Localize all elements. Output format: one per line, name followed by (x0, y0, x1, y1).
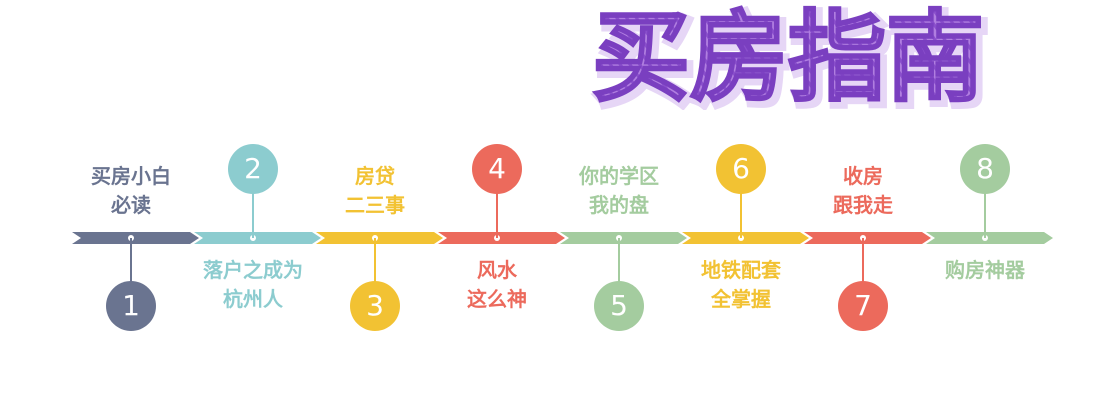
step-label-line: 必读 (111, 193, 151, 217)
step-label-line: 地铁配套 (701, 258, 781, 282)
step-label-4[interactable]: 风水这么神 (422, 256, 572, 314)
timeline-segment-6 (682, 232, 809, 244)
step-label-line: 风水 (477, 258, 517, 282)
timeline-stem (862, 238, 864, 282)
timeline-node-dot (982, 235, 988, 241)
timeline-segment-2 (194, 232, 321, 244)
step-number-badge[interactable]: 1 (106, 281, 156, 331)
step-label-line: 收房 (843, 164, 883, 188)
step-label-8[interactable]: 购房神器 (910, 256, 1060, 285)
timeline-segment-4 (438, 232, 565, 244)
step-label-1[interactable]: 买房小白必读 (56, 162, 206, 220)
step-label-line: 跟我走 (833, 193, 893, 217)
step-label-6[interactable]: 地铁配套全掌握 (666, 256, 816, 314)
step-number-badge[interactable]: 3 (350, 281, 400, 331)
timeline-stem (130, 238, 132, 282)
timeline-segment-7 (804, 232, 931, 244)
step-number-badge[interactable]: 2 (228, 144, 278, 194)
page-title-shadow: 买房指南 (596, 5, 988, 110)
step-label-line: 杭州人 (223, 287, 283, 311)
step-label-2[interactable]: 落户之成为杭州人 (178, 256, 328, 314)
step-number-badge[interactable]: 5 (594, 281, 644, 331)
timeline-stem (984, 192, 986, 238)
step-number-badge[interactable]: 4 (472, 144, 522, 194)
step-label-line: 全掌握 (711, 287, 771, 311)
step-label-line: 购房神器 (945, 258, 1025, 282)
step-label-line: 这么神 (467, 287, 527, 311)
timeline-stem (496, 192, 498, 238)
page-title: 买房指南 买房指南 (583, 0, 1005, 110)
step-label-5[interactable]: 你的学区我的盘 (544, 162, 694, 220)
step-label-3[interactable]: 房贷二三事 (300, 162, 450, 220)
timeline-segment-1 (72, 232, 199, 244)
step-label-line: 落户之成为 (203, 258, 303, 282)
timeline-stem (252, 192, 254, 238)
step-label-line: 你的学区 (579, 164, 659, 188)
timeline-segment-5 (560, 232, 687, 244)
timeline-stem (374, 238, 376, 282)
timeline-node-dot (494, 235, 500, 241)
timeline-segment-8 (926, 232, 1053, 244)
timeline-node-dot (738, 235, 744, 241)
step-number-badge[interactable]: 6 (716, 144, 766, 194)
timeline-stem (740, 192, 742, 238)
page-title-text: 买房指南 (592, 1, 984, 110)
timeline-node-dot (250, 235, 256, 241)
step-number-badge[interactable]: 7 (838, 281, 888, 331)
step-number-badge[interactable]: 8 (960, 144, 1010, 194)
step-label-line: 买房小白 (91, 164, 171, 188)
step-label-line: 房贷 (355, 164, 395, 188)
step-label-line: 二三事 (345, 193, 405, 217)
step-label-line: 我的盘 (589, 193, 649, 217)
timeline-segment-3 (316, 232, 443, 244)
timeline-stem (618, 238, 620, 282)
step-label-7[interactable]: 收房跟我走 (788, 162, 938, 220)
